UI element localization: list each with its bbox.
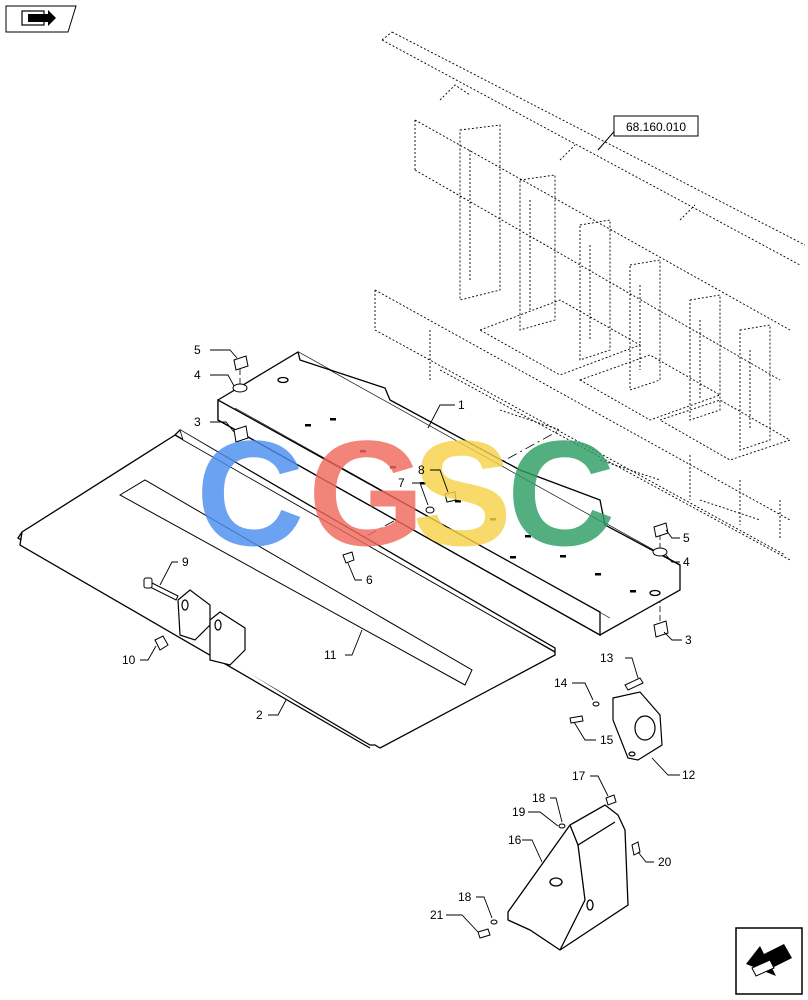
reference-tag[interactable]: 68.160.010 [597, 115, 699, 151]
part-12-plate [612, 691, 663, 761]
book-arrow-icon[interactable] [5, 5, 77, 33]
callout-12: 12 [682, 768, 696, 782]
callout-15: 15 [600, 733, 614, 747]
part-16-guard [507, 804, 629, 951]
next-page-arrow-icon[interactable] [735, 927, 803, 995]
callout-3b: 3 [685, 633, 692, 647]
callout-13: 13 [600, 651, 614, 665]
callout-1: 1 [458, 398, 465, 412]
callout-14: 14 [554, 676, 568, 690]
chassis-frame-dashed [374, 31, 806, 561]
part-9-bracket [177, 589, 246, 666]
part-1-slots [305, 418, 636, 593]
hardware-17-21 [477, 794, 641, 939]
watermark-letter-4: C [507, 409, 615, 577]
callout-3a: 3 [194, 415, 201, 429]
callout-5a: 5 [194, 343, 201, 357]
callout-21: 21 [430, 908, 444, 922]
callout-8: 8 [418, 463, 425, 477]
callout-leaders [140, 349, 682, 933]
watermark-letter-1: C [196, 409, 304, 577]
callout-20: 20 [658, 855, 672, 869]
callout-11: 11 [324, 648, 337, 662]
callout-7: 7 [398, 476, 405, 490]
callout-9: 9 [182, 555, 189, 569]
bolt-9-icon [143, 577, 179, 601]
callout-19: 19 [512, 805, 526, 819]
callout-16: 16 [508, 833, 522, 847]
callout-18a: 18 [532, 791, 546, 805]
hardware-stack-left [232, 355, 249, 443]
callout-2: 2 [256, 708, 263, 722]
callout-18b: 18 [458, 890, 472, 904]
reference-tag-text: 68.160.010 [626, 120, 686, 134]
hardware-6-7-8 [342, 491, 457, 564]
callout-4a: 4 [194, 368, 201, 382]
callout-6: 6 [366, 573, 373, 587]
callout-labels: 1 2 3 3 4 4 5 5 6 7 8 9 10 11 12 13 14 1… [122, 343, 696, 922]
watermark-letter-3: S [412, 409, 512, 577]
watermark-letter-2: G [308, 409, 425, 577]
nut-10-icon [154, 635, 169, 651]
hardware-13-14-15 [569, 677, 644, 724]
watermark: C G S C [196, 409, 615, 577]
callout-17: 17 [572, 769, 586, 783]
callout-5b: 5 [683, 531, 690, 545]
callout-10: 10 [122, 653, 136, 667]
callout-4b: 4 [683, 555, 690, 569]
